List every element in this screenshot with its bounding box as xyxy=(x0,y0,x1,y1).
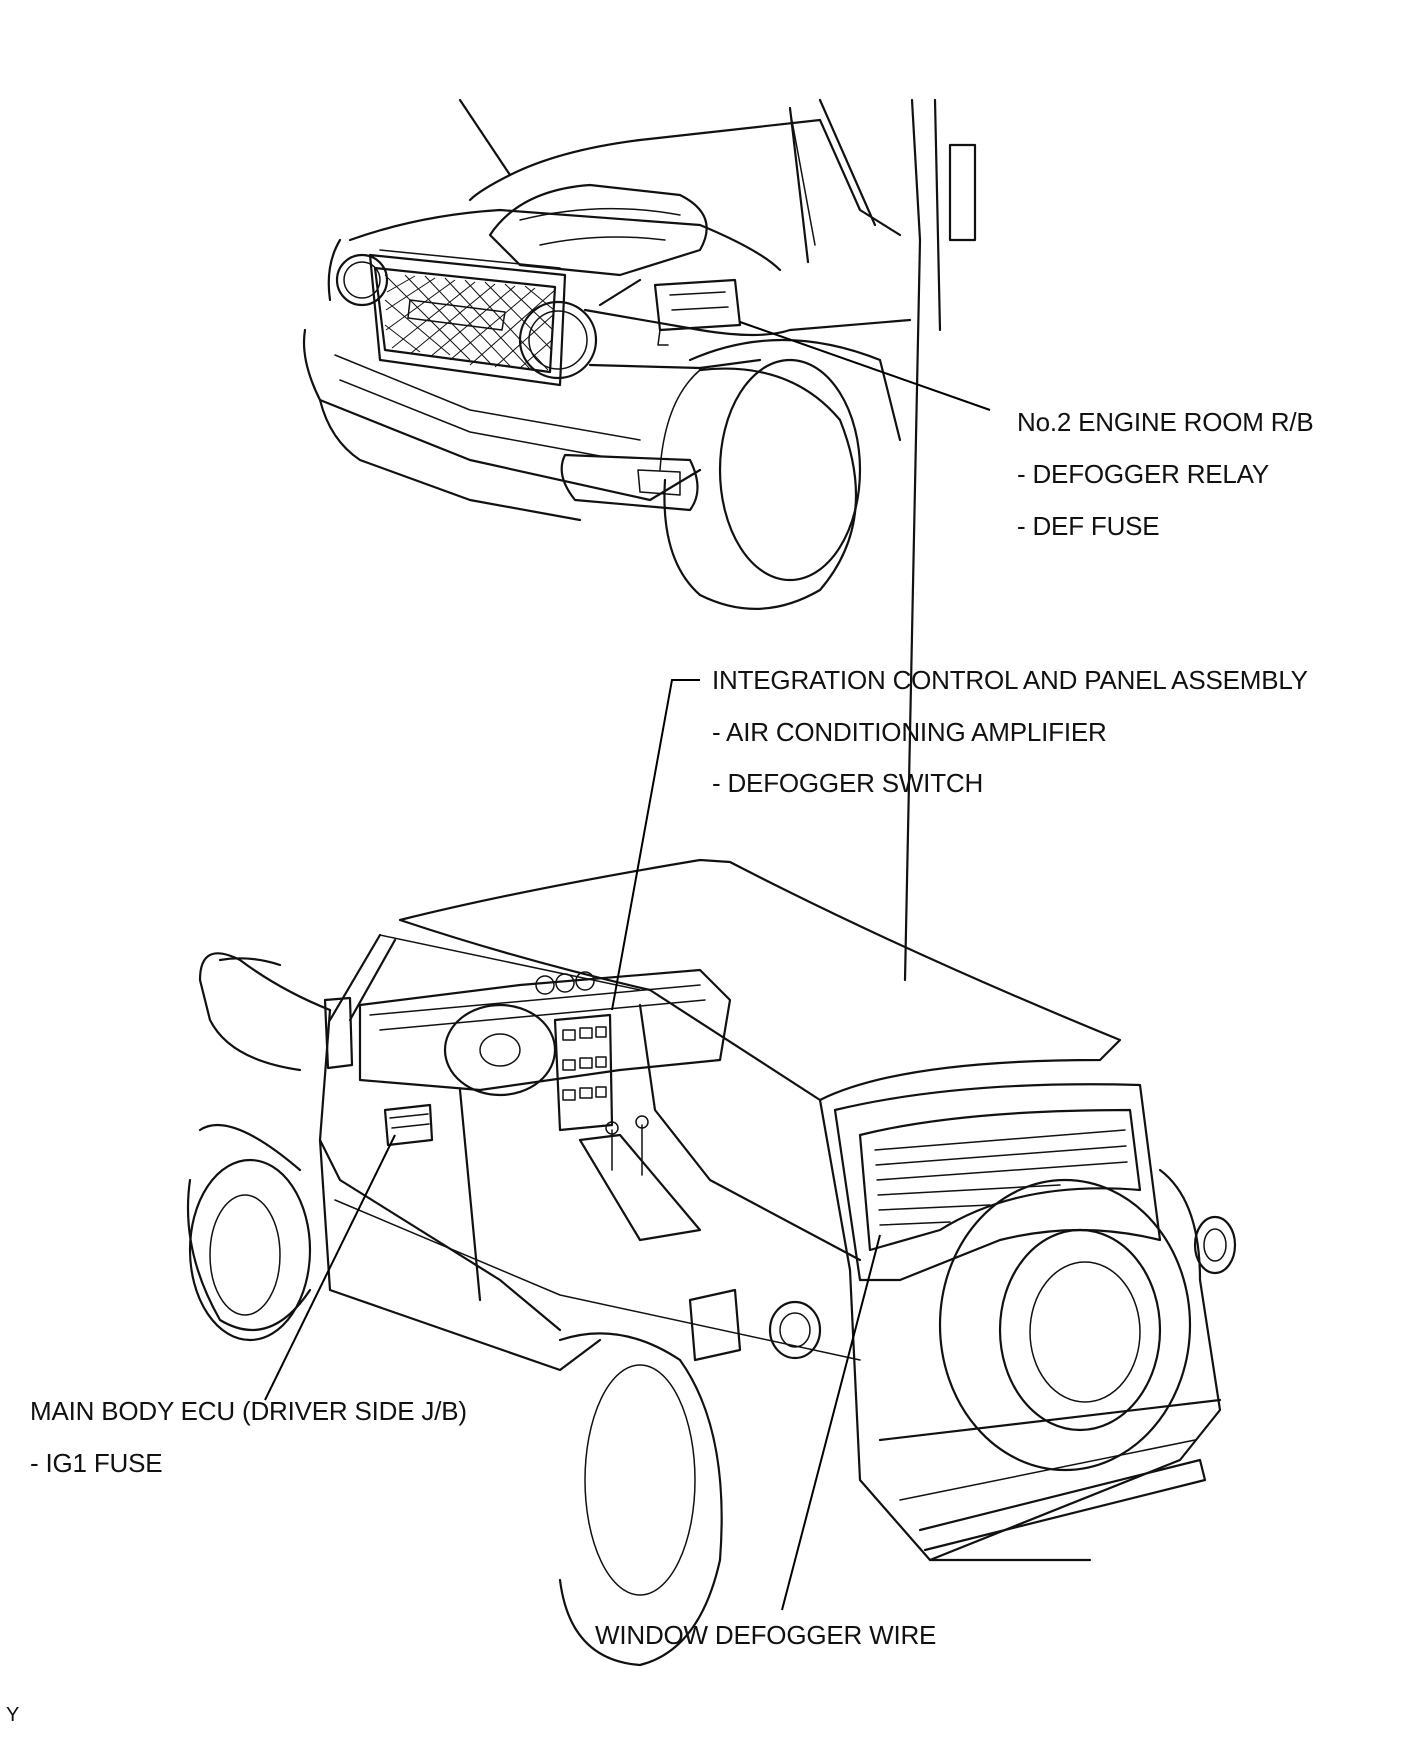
label-ac-amplifier: - AIR CONDITIONING AMPLIFIER xyxy=(712,717,1107,747)
label-defogger-relay: - DEFOGGER RELAY xyxy=(1017,459,1270,489)
label-integration-control-panel: INTEGRATION CONTROL AND PANEL ASSEMBLY xyxy=(712,665,1308,695)
label-engine-room-rb: No.2 ENGINE ROOM R/B xyxy=(1017,407,1314,437)
label-window-defogger-wire: WINDOW DEFOGGER WIRE xyxy=(595,1620,937,1650)
label-defogger-switch: - DEFOGGER SWITCH xyxy=(712,768,984,798)
corner-mark: Y xyxy=(6,1704,20,1726)
leader-lines xyxy=(264,321,991,1611)
front-view-hood-open xyxy=(302,98,977,982)
rear-three-quarter-view xyxy=(186,858,1237,1667)
label-ig1-fuse: - IG1 FUSE xyxy=(30,1448,163,1478)
label-def-fuse: - DEF FUSE xyxy=(1017,511,1160,541)
label-main-body-ecu: MAIN BODY ECU (DRIVER SIDE J/B) xyxy=(30,1396,467,1426)
